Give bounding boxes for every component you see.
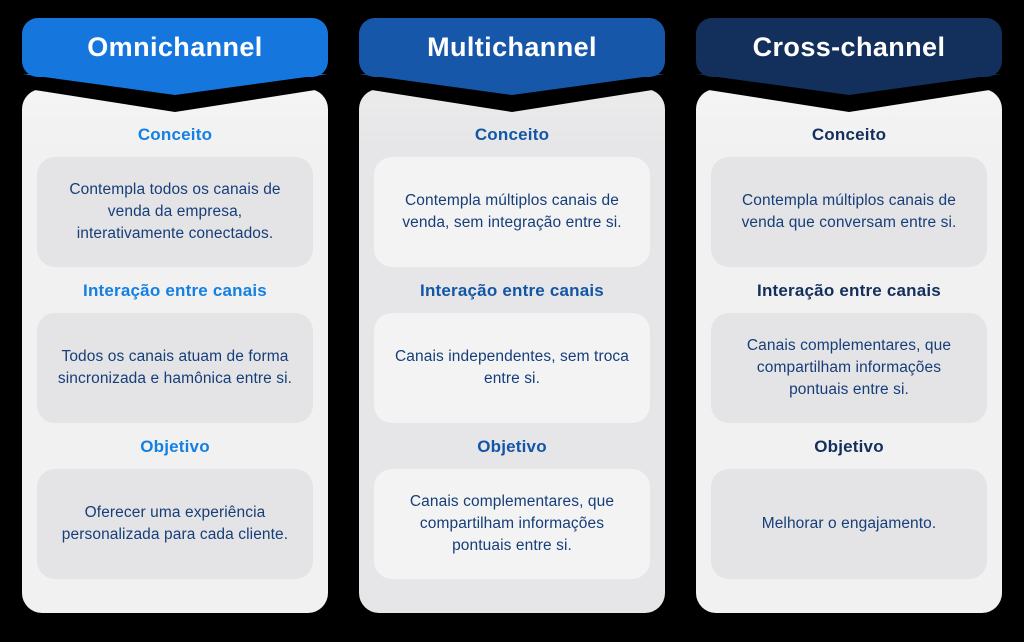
section-text: Contempla múltiplos canais de venda que … bbox=[741, 192, 957, 231]
text-box-conceito: Contempla todos os canais de venda da em… bbox=[37, 157, 313, 267]
header-ribbon-omnichannel: Omnichannel bbox=[22, 18, 328, 95]
info-card: Conceito Contempla múltiplos canais de v… bbox=[359, 88, 665, 613]
text-box-conceito: Contempla múltiplos canais de venda que … bbox=[711, 157, 987, 267]
section-heading-interacao: Interação entre canais bbox=[83, 281, 267, 300]
info-card: Conceito Contempla todos os canais de ve… bbox=[22, 88, 328, 613]
section-heading-objetivo: Objetivo bbox=[140, 437, 210, 456]
section-heading-interacao: Interação entre canais bbox=[420, 281, 604, 300]
text-box-interacao: Canais independentes, sem troca entre si… bbox=[374, 313, 650, 423]
section-text: Canais complementares, que compartilham … bbox=[746, 337, 952, 398]
section-text: Canais independentes, sem troca entre si… bbox=[394, 348, 630, 387]
info-card: Conceito Contempla múltiplos canais de v… bbox=[696, 88, 1002, 613]
column-title: Multichannel bbox=[427, 32, 597, 62]
column-multichannel: Multichannel Conceito Contempla múltiplo… bbox=[359, 18, 665, 642]
header-ribbon-multichannel: Multichannel bbox=[359, 18, 665, 95]
section-text: Todos os canais atuam de forma sincroniz… bbox=[57, 348, 293, 387]
section-text: Melhorar o engajamento. bbox=[761, 515, 937, 533]
header-ribbon-cross-channel: Cross-channel bbox=[696, 18, 1002, 95]
text-box-objetivo: Canais complementares, que compartilham … bbox=[374, 469, 650, 579]
section-text: Contempla todos os canais de venda da em… bbox=[69, 181, 281, 242]
text-box-interacao: Todos os canais atuam de forma sincroniz… bbox=[37, 313, 313, 423]
section-heading-conceito: Conceito bbox=[811, 125, 887, 144]
column-omnichannel: Omnichannel Conceito Contempla todos os … bbox=[22, 18, 328, 642]
section-heading-conceito: Conceito bbox=[137, 125, 213, 144]
section-heading-objetivo: Objetivo bbox=[814, 437, 884, 456]
section-text: Oferecer uma experiência personalizada p… bbox=[61, 504, 289, 543]
text-box-interacao: Canais complementares, que compartilham … bbox=[711, 313, 987, 423]
column-title: Omnichannel bbox=[87, 32, 263, 62]
section-heading-objetivo: Objetivo bbox=[477, 437, 547, 456]
text-box-conceito: Contempla múltiplos canais de venda, sem… bbox=[374, 157, 650, 267]
section-text: Contempla múltiplos canais de venda, sem… bbox=[402, 192, 622, 231]
column-cross-channel: Cross-channel Conceito Contempla múltipl… bbox=[696, 18, 1002, 642]
section-text: Canais complementares, que compartilham … bbox=[409, 493, 615, 554]
column-title: Cross-channel bbox=[752, 32, 946, 62]
text-box-objetivo: Oferecer uma experiência personalizada p… bbox=[37, 469, 313, 579]
text-box-objetivo: Melhorar o engajamento. bbox=[711, 469, 987, 579]
section-heading-interacao: Interação entre canais bbox=[757, 281, 941, 300]
section-heading-conceito: Conceito bbox=[474, 125, 550, 144]
